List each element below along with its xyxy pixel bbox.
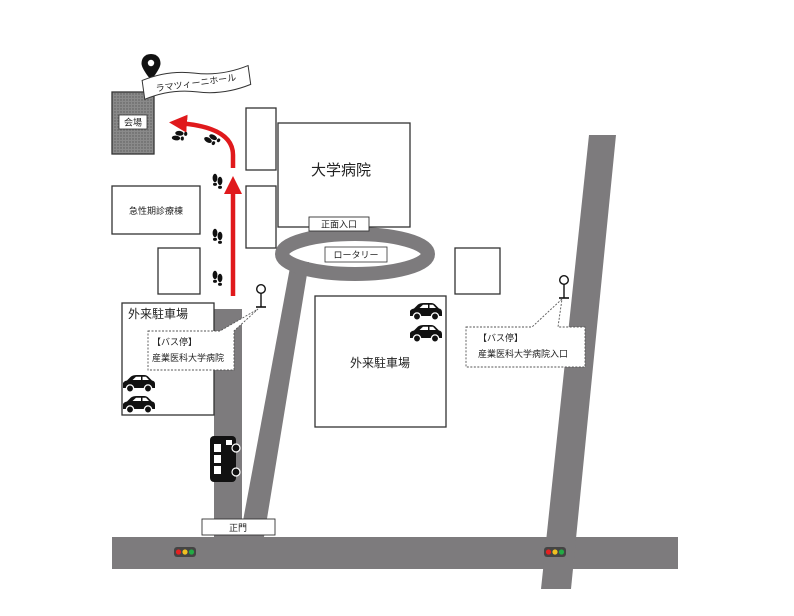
venue-name-banner: ラマツィーニホール bbox=[141, 64, 252, 100]
footprints-icon bbox=[171, 130, 188, 142]
diagonal-approach-road bbox=[240, 262, 309, 537]
traffic-light-icon bbox=[544, 547, 566, 557]
emergency-wing-building bbox=[111, 185, 201, 235]
university-hospital-label: 大学病院 bbox=[311, 161, 371, 179]
venue-hall-label-box bbox=[118, 114, 148, 130]
bus-icon bbox=[210, 436, 241, 482]
rotary-road bbox=[275, 227, 435, 281]
venue-hall-label: 会場 bbox=[124, 117, 142, 129]
outpatient-parking-center bbox=[314, 295, 447, 428]
map-pin-icon bbox=[141, 54, 161, 80]
bus-stop-right-name: 産業医科大学病院入口 bbox=[478, 348, 568, 360]
footprints-icon bbox=[212, 173, 223, 189]
emergency-wing-label: 急性期診療棟 bbox=[129, 205, 183, 217]
main-gate-box bbox=[201, 518, 276, 536]
building-annex-upper bbox=[245, 107, 277, 171]
bus-stop-left-name: 産業医科大学病院 bbox=[152, 352, 224, 364]
outpatient-parking-left-label: 外来駐車場 bbox=[128, 306, 188, 321]
small-building-right bbox=[454, 247, 501, 295]
outpatient-parking-center-label: 外来駐車場 bbox=[350, 355, 410, 370]
route-arrow-turn bbox=[169, 114, 236, 168]
university-hospital-building bbox=[277, 122, 411, 228]
bus-stop-right-header: 【バス停】 bbox=[478, 332, 523, 344]
bus-stop-sign-icon bbox=[558, 274, 570, 299]
footprints-icon bbox=[212, 270, 223, 286]
main-gate-label: 正門 bbox=[229, 523, 247, 534]
main-road bbox=[112, 537, 678, 569]
bus-stop-callout-right bbox=[465, 297, 586, 368]
bus-stop-sign-icon bbox=[255, 283, 267, 308]
walking-route bbox=[169, 114, 242, 296]
main-entrance-label: 正面入口 bbox=[321, 220, 357, 231]
building-annex-lower bbox=[245, 185, 277, 249]
rotary-label: ロータリー bbox=[333, 250, 378, 261]
main-entrance-box bbox=[308, 216, 370, 232]
footprints-icon bbox=[212, 228, 223, 244]
traffic-light-icon bbox=[174, 547, 196, 557]
bus-stop-left-header: 【バス停】 bbox=[152, 336, 197, 348]
small-building-left bbox=[157, 247, 201, 295]
rotary-label-box bbox=[324, 246, 388, 263]
bus-stop-callout-left bbox=[147, 308, 259, 371]
